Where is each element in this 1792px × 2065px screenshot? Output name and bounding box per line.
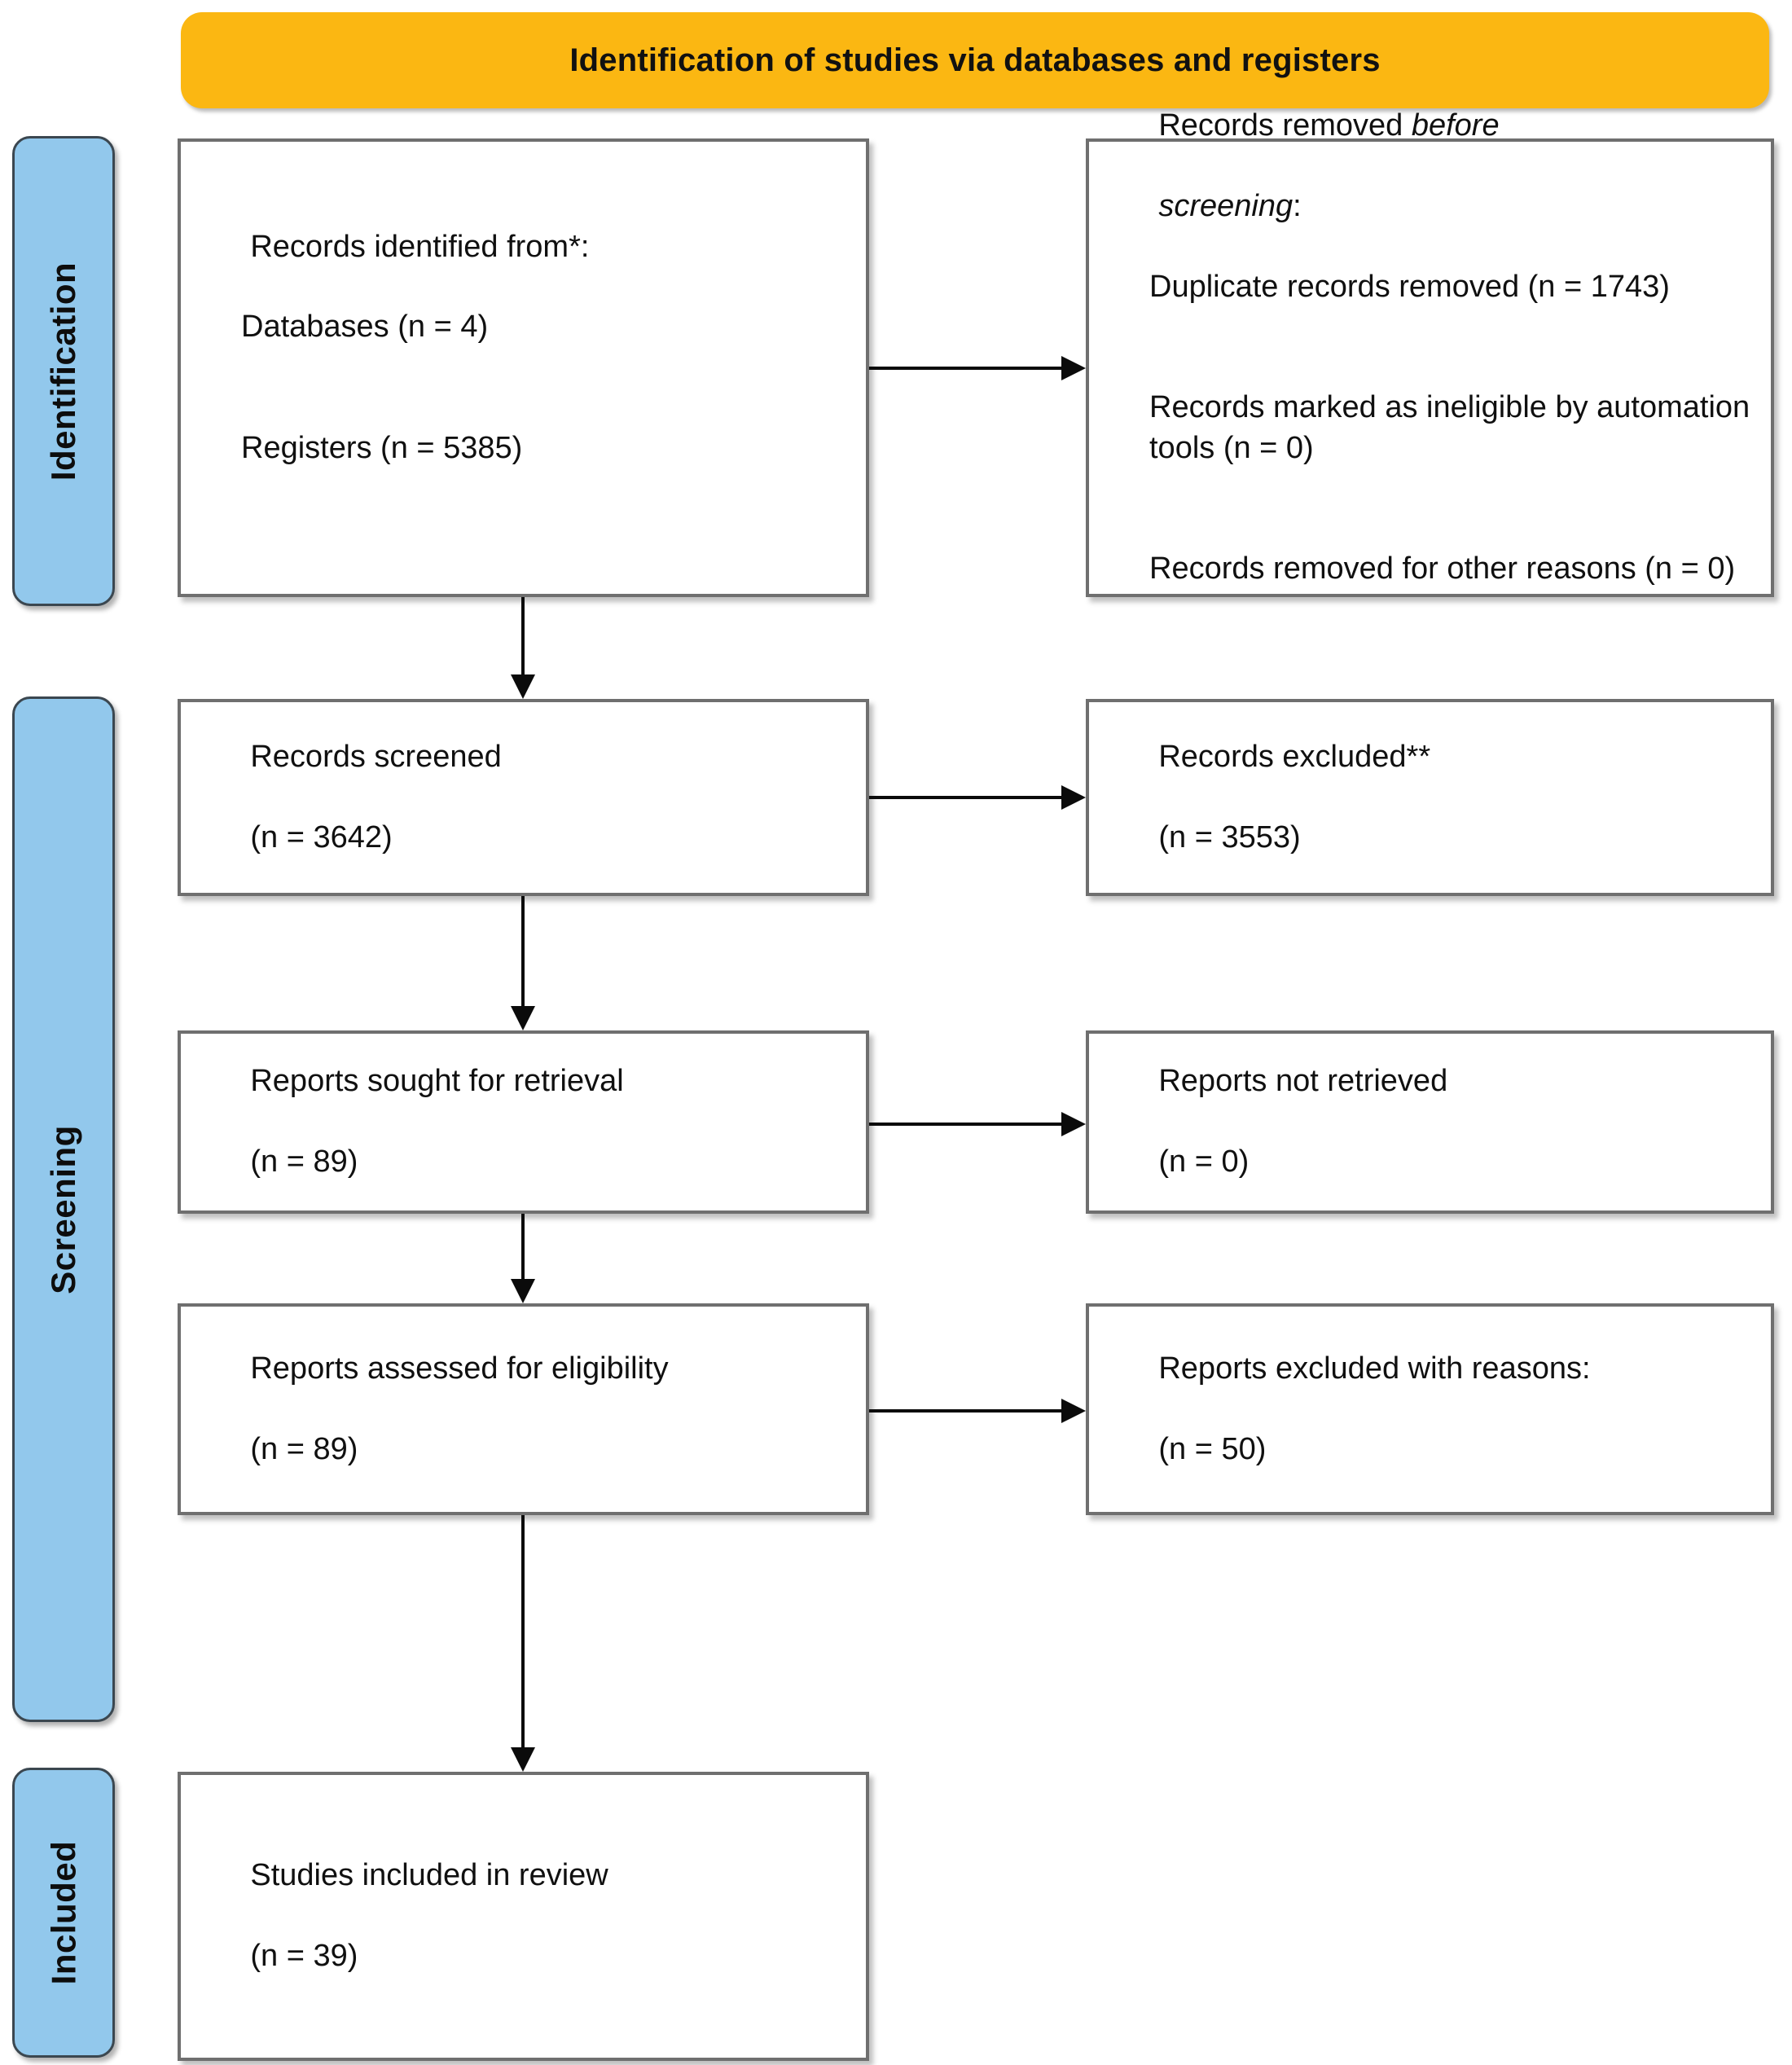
arrow-shaft — [869, 796, 1061, 799]
node-studies-included-in-review: Studies included in review (n = 39) — [178, 1772, 869, 2061]
studies-included-count: (n = 39) — [250, 1939, 358, 1974]
node-records-excluded-text: Records excluded** (n = 3553) — [1089, 697, 1771, 898]
arrow-head-right-icon — [1061, 1399, 1086, 1423]
page-title: Identification of studies via databases … — [569, 42, 1381, 78]
node-records-identified-text: Records identified from*: Databases (n =… — [181, 187, 866, 549]
reports-assessed-label: Reports assessed for eligibility — [250, 1351, 669, 1386]
node-records-removed-text: Records removed before screening: Duplic… — [1089, 66, 1771, 670]
studies-included-label: Studies included in review — [250, 1858, 608, 1893]
records-removed-duplicates: Duplicate records removed (n = 1743) — [1149, 270, 1670, 305]
records-removed-other: Records removed for other reasons (n = 0… — [1149, 551, 1736, 586]
node-reports-not-retrieved-text: Reports not retrieved (n = 0) — [1089, 1022, 1771, 1223]
arrow-head-down-icon — [511, 1279, 535, 1303]
node-records-excluded: Records excluded** (n = 3553) — [1086, 699, 1774, 896]
node-reports-assessed-for-eligibility: Reports assessed for eligibility (n = 89… — [178, 1303, 869, 1515]
reports-not-retrieved-label: Reports not retrieved — [1158, 1064, 1448, 1099]
stage-label-screening: Screening — [44, 1124, 83, 1294]
arrow-head-down-icon — [511, 1006, 535, 1030]
arrow-head-right-icon — [1061, 785, 1086, 810]
arrow-head-down-icon — [511, 674, 535, 699]
reports-excluded-reasons-label: Reports excluded with reasons: — [1158, 1351, 1591, 1386]
stage-pill-screening: Screening — [12, 696, 115, 1722]
records-screened-label: Records screened — [250, 739, 502, 774]
reports-sought-label: Reports sought for retrieval — [250, 1064, 624, 1099]
arrow-shaft — [521, 896, 525, 1006]
records-identified-line1: Records identified from*: — [250, 229, 590, 264]
records-excluded-count: (n = 3553) — [1158, 819, 1301, 855]
records-removed-automation: Records marked as ineligible by automati… — [1149, 390, 1759, 465]
records-removed-line2-suffix: : — [1293, 189, 1302, 224]
reports-not-retrieved-count: (n = 0) — [1158, 1145, 1250, 1180]
stage-label-included: Included — [44, 1840, 82, 1985]
arrow-shaft — [521, 1515, 525, 1747]
records-screened-count: (n = 3642) — [250, 819, 393, 855]
reports-assessed-count: (n = 89) — [250, 1431, 358, 1466]
reports-excluded-reasons-count: (n = 50) — [1158, 1431, 1267, 1466]
arrow-shaft — [869, 367, 1061, 370]
node-reports-not-retrieved: Reports not retrieved (n = 0) — [1086, 1030, 1774, 1214]
records-identified-databases: Databases (n = 4) — [241, 310, 489, 345]
node-records-identified: Records identified from*: Databases (n =… — [178, 138, 869, 597]
records-removed-line1-italic: before — [1411, 108, 1500, 143]
node-records-screened: Records screened (n = 3642) — [178, 699, 869, 896]
node-reports-excluded-with-reasons: Reports excluded with reasons: (n = 50) — [1086, 1303, 1774, 1515]
records-identified-registers: Registers (n = 5385) — [241, 430, 523, 465]
arrow-head-right-icon — [1061, 1112, 1086, 1136]
node-reports-excluded-reasons-text: Reports excluded with reasons: (n = 50) — [1089, 1309, 1771, 1510]
stage-pill-included: Included — [12, 1768, 115, 2058]
stage-pill-identification: Identification — [12, 136, 115, 606]
arrow-shaft — [869, 1123, 1061, 1126]
node-records-removed-before-screening: Records removed before screening: Duplic… — [1086, 108, 1774, 597]
records-removed-line1-prefix: Records removed — [1158, 108, 1412, 143]
arrow-shaft — [521, 597, 525, 674]
arrow-shaft — [521, 1214, 525, 1279]
records-removed-line2-italic: screening — [1158, 189, 1293, 224]
arrow-head-down-icon — [511, 1747, 535, 1772]
reports-sought-count: (n = 89) — [250, 1145, 358, 1180]
stage-header-bar: Identification of studies via databases … — [181, 12, 1769, 108]
node-reports-sought-for-retrieval: Reports sought for retrieval (n = 89) — [178, 1030, 869, 1214]
node-reports-sought-text: Reports sought for retrieval (n = 89) — [181, 1022, 866, 1223]
arrow-head-right-icon — [1061, 356, 1086, 380]
node-studies-included-text: Studies included in review (n = 39) — [181, 1816, 866, 2017]
node-records-screened-text: Records screened (n = 3642) — [181, 697, 866, 898]
records-excluded-label: Records excluded** — [1158, 739, 1431, 774]
arrow-shaft — [869, 1409, 1061, 1413]
node-reports-assessed-text: Reports assessed for eligibility (n = 89… — [181, 1309, 866, 1510]
stage-label-identification: Identification — [44, 261, 82, 481]
